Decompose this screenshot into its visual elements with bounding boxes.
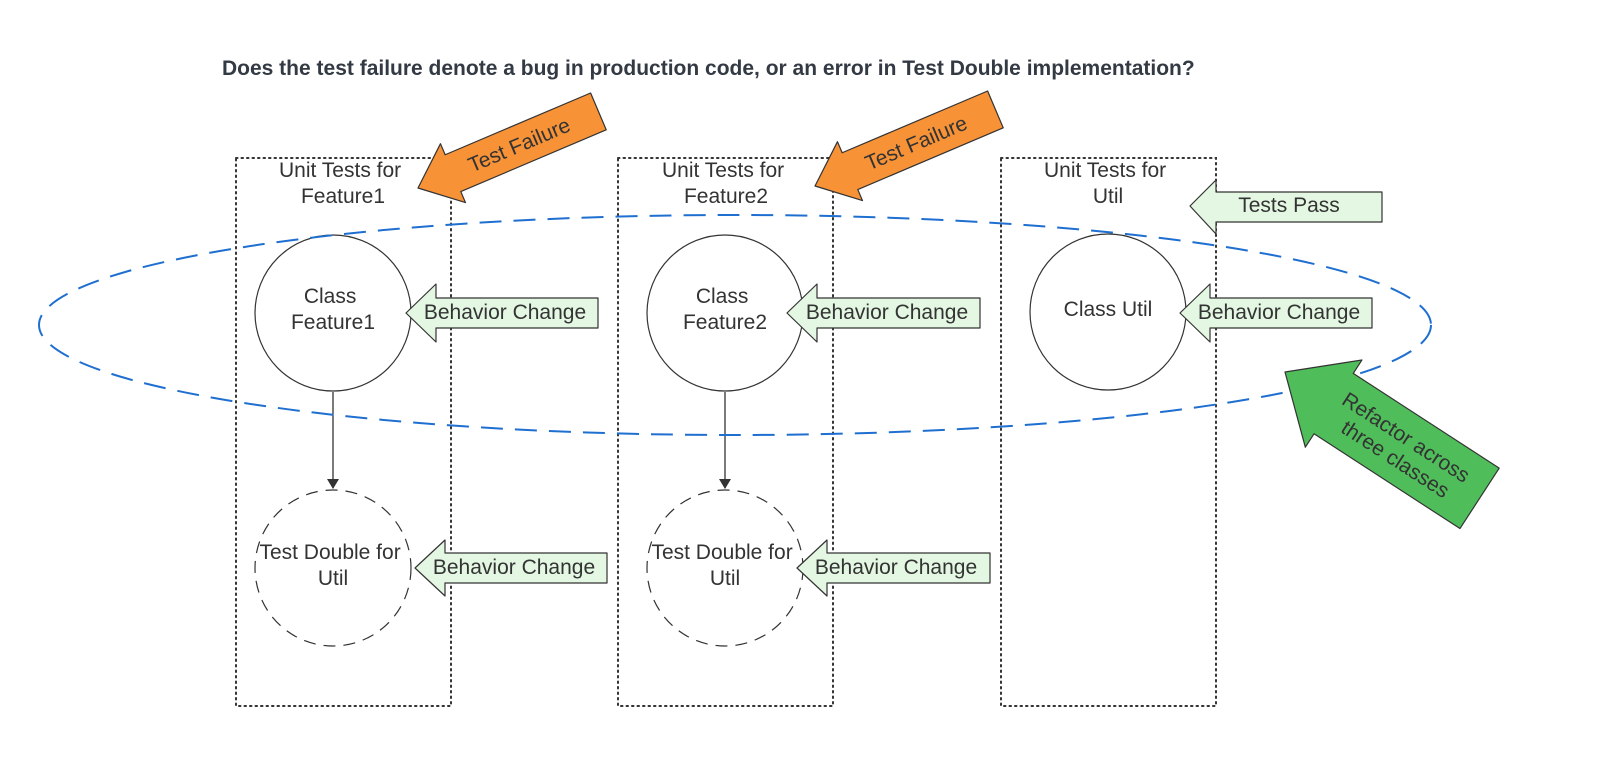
test-box-util-label-line1: Unit Tests for — [1044, 159, 1166, 182]
node-test-double-feature1 — [254, 489, 412, 647]
test-box-feature1-label-line1: Unit Tests for — [279, 159, 401, 182]
node-test-double-feature2-label: Test Double for Util — [651, 541, 798, 590]
behavior-change-label-class-feature1: Behavior Change — [424, 301, 586, 324]
test-box-feature2-label-line1: Unit Tests for — [662, 159, 784, 182]
test-box-feature1-label: Unit Tests for Feature1 — [279, 159, 407, 208]
refactor-arrow: Refactor across three classes — [1284, 359, 1500, 530]
node-test-double-feature1-label-line2: Util — [318, 567, 348, 590]
behavior-change-label-double-feature2: Behavior Change — [815, 556, 977, 579]
node-class-feature2-label-line1: Class — [696, 285, 749, 308]
test-failure-arrow-feature1: Test Failure — [417, 92, 607, 204]
behavior-change-arrow-class-feature2: Behavior Change — [786, 283, 981, 343]
tests-pass-arrow: Tests Pass — [1189, 179, 1383, 235]
node-class-feature1-label: Class Feature1 — [291, 285, 375, 334]
node-test-double-feature2-label-line2: Util — [710, 567, 740, 590]
node-class-feature1-label-line1: Class — [304, 285, 357, 308]
test-box-feature2-label: Unit Tests for Feature2 — [662, 159, 790, 208]
tests-pass-label: Tests Pass — [1238, 194, 1340, 217]
refactor-scope-ellipse — [38, 214, 1432, 436]
diagram-title: Does the test failure denote a bug in pr… — [222, 57, 1195, 80]
node-class-feature1-label-line2: Feature1 — [291, 311, 375, 334]
behavior-change-label-double-feature1: Behavior Change — [433, 556, 595, 579]
node-class-feature2-label-line2: Feature2 — [683, 311, 767, 334]
behavior-change-arrow-double-feature2: Behavior Change — [796, 539, 991, 597]
test-box-feature2 — [617, 157, 834, 707]
test-box-feature1-label-line2: Feature1 — [301, 185, 385, 208]
behavior-change-arrow-class-util: Behavior Change — [1179, 283, 1373, 343]
behavior-change-arrow-class-feature1: Behavior Change — [405, 283, 599, 343]
node-class-util-label: Class Util — [1064, 298, 1153, 321]
behavior-change-label-class-util: Behavior Change — [1198, 301, 1360, 324]
test-box-util — [1000, 157, 1217, 707]
test-box-util-label: Unit Tests for Util — [1044, 159, 1172, 208]
node-class-feature2-label: Class Feature2 — [683, 285, 767, 334]
test-box-feature2-label-line2: Feature2 — [684, 185, 768, 208]
node-test-double-feature2-label-line1: Test Double for — [651, 541, 792, 564]
behavior-change-label-class-feature2: Behavior Change — [806, 301, 968, 324]
test-box-util-label-line2: Util — [1093, 185, 1123, 208]
behavior-change-arrow-double-feature1: Behavior Change — [414, 539, 608, 597]
node-test-double-feature1-label: Test Double for Util — [259, 541, 406, 590]
node-test-double-feature1-label-line1: Test Double for — [259, 541, 400, 564]
test-box-feature1 — [235, 157, 452, 707]
